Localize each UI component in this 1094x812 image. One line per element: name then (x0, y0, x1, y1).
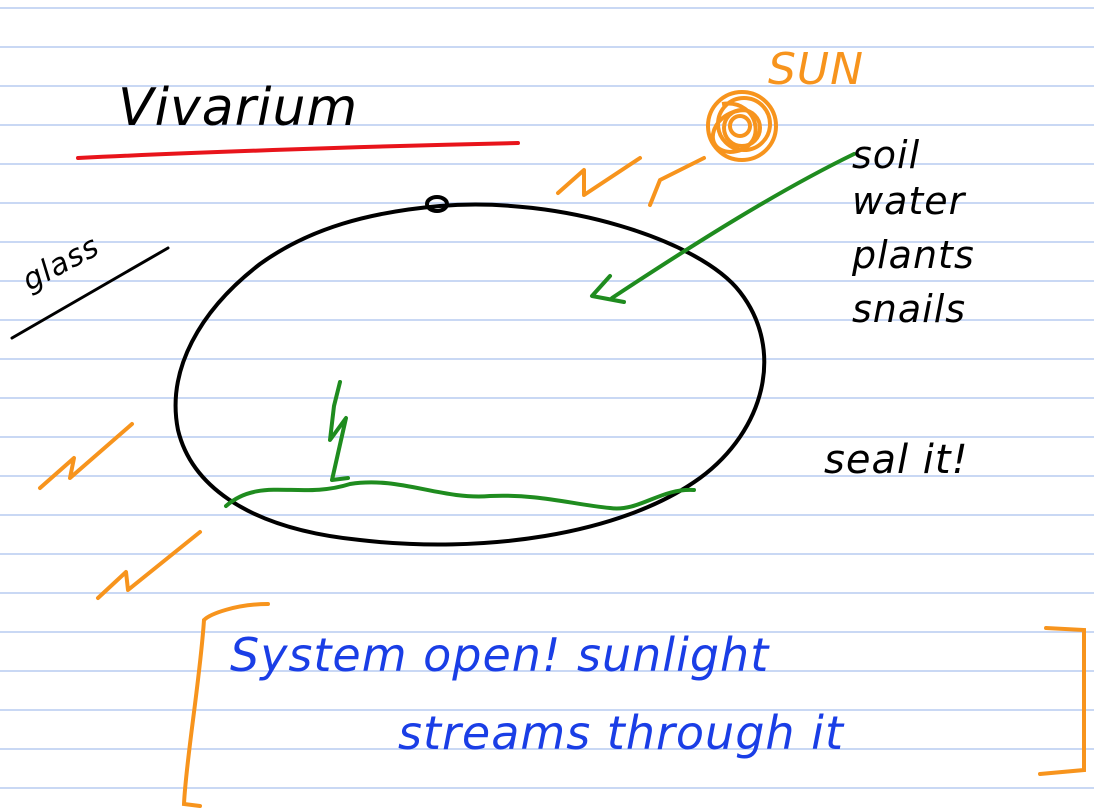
ingredient-snails: snails (852, 287, 967, 331)
page-title: Vivarium (118, 78, 359, 138)
arrow-icon (590, 152, 856, 304)
right-bracket (1038, 626, 1086, 776)
seal-note: seal it! (824, 437, 969, 483)
title-underline (76, 141, 520, 160)
vivarium-container (173, 195, 767, 547)
sun-ray-marks (38, 156, 706, 600)
glass-underline (10, 246, 170, 340)
ingredient-plants: plants (852, 233, 975, 277)
sun-icon (706, 90, 778, 162)
system-note-line-1: System open! sunlight (230, 628, 770, 682)
ingredient-soil: soil (852, 133, 921, 177)
soil-line (224, 480, 696, 511)
plant-icon (328, 380, 350, 482)
system-note-line-2: streams through it (398, 706, 844, 760)
sun-label: SUN (768, 44, 865, 95)
left-bracket (181, 602, 270, 808)
ingredient-water: water (852, 179, 966, 223)
